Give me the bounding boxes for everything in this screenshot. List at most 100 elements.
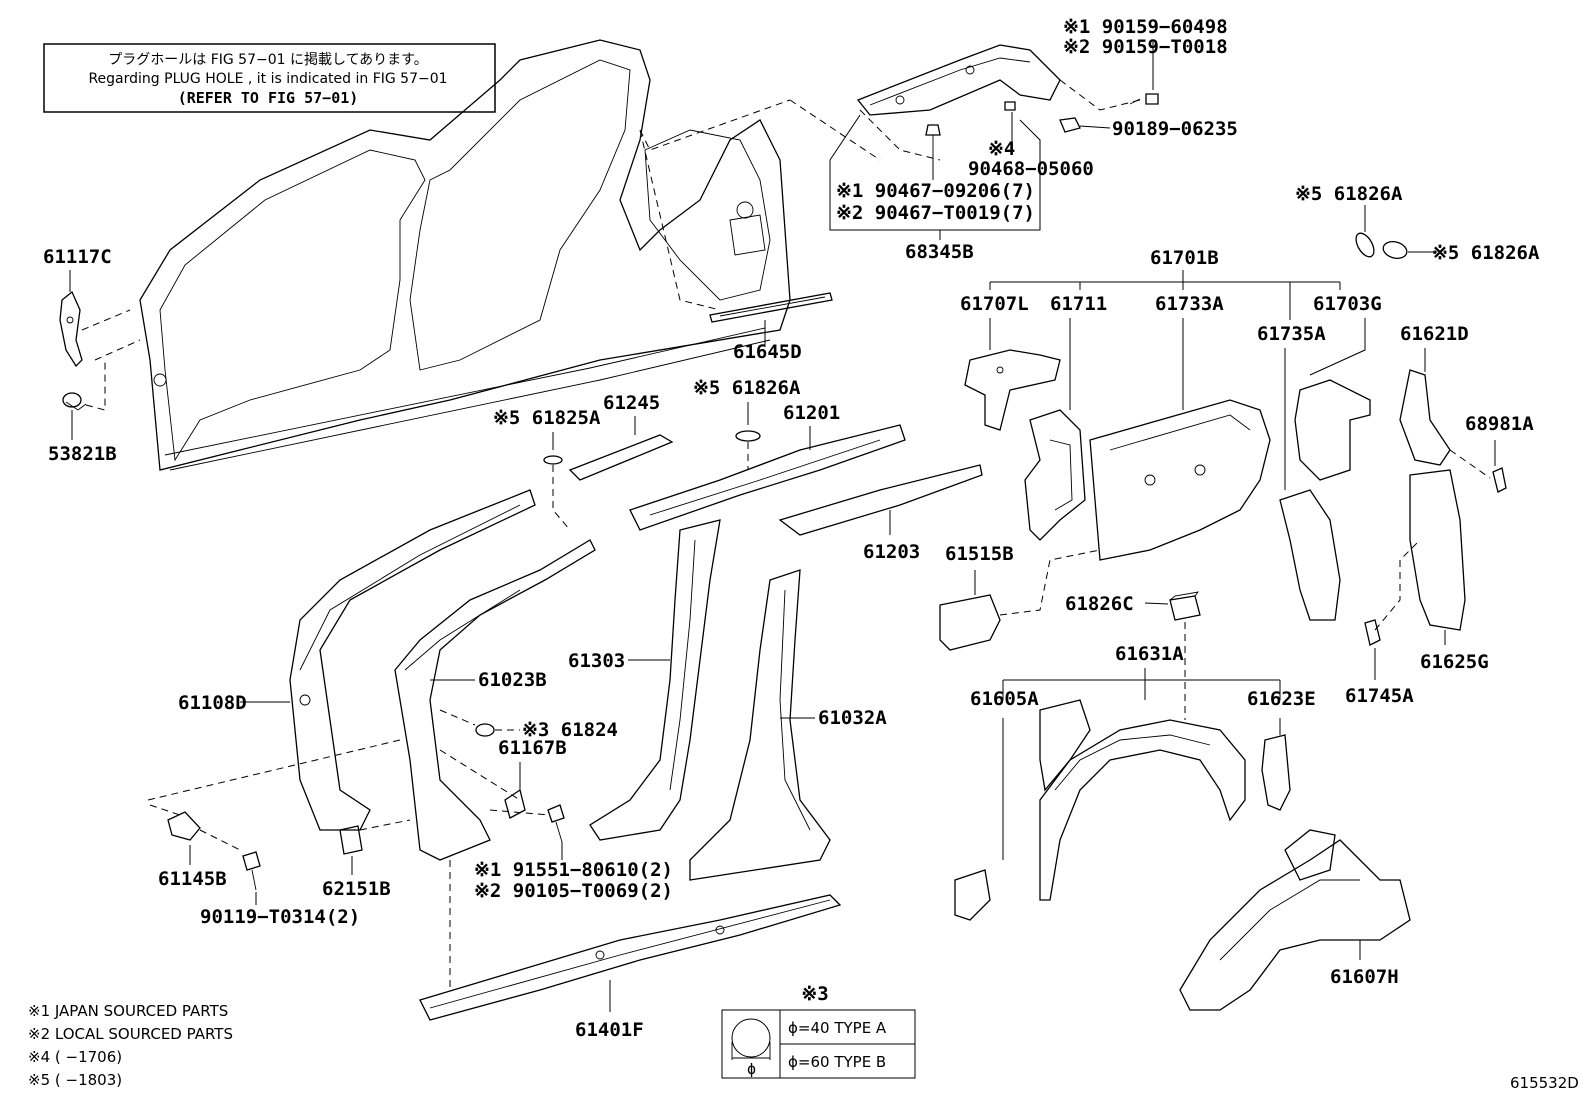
part-61623E-drawing [1261, 734, 1291, 811]
body-side-outer-panel-drawing [139, 39, 791, 471]
part-61515B-drawing [939, 594, 1001, 651]
label-s2-90105: ※2 90105−T0069(2) [474, 880, 673, 902]
type-table-row-b: ϕ=60 TYPE B [788, 1053, 886, 1071]
label-61117C: 61117C [43, 246, 112, 268]
label-s1-90467-09206: ※1 90467−09206(7) [836, 180, 1035, 202]
part-53821B-drawing [62, 392, 87, 411]
part-62151B-drawing [339, 825, 363, 855]
type-table: ※3 ϕ ϕ=40 TYPE A ϕ=60 TYPE B [721, 983, 916, 1079]
part-61826A-mid-drawing [735, 430, 761, 442]
legend-item-4: ※5 ( −1803) [28, 1071, 122, 1089]
part-61401F-drawing [419, 894, 842, 1021]
plug-hole-note: プラグホールは FIG 57−01 に掲載してあります。 Regarding P… [43, 43, 496, 113]
legend-item-3: ※4 ( −1706) [28, 1048, 122, 1066]
label-s1-90159-60498: ※1 90159−60498 [1063, 16, 1228, 38]
part-61733A-drawing [1089, 399, 1271, 561]
label-61245: 61245 [603, 392, 660, 414]
label-61645D: 61645D [733, 341, 802, 363]
note-japanese: プラグホールは FIG 57−01 に掲載してあります。 [108, 52, 428, 68]
part-61032A-drawing [689, 569, 831, 881]
label-61703G: 61703G [1313, 293, 1382, 315]
label-53821B: 53821B [48, 443, 117, 465]
part-61645D-drawing [709, 292, 833, 323]
label-61623E: 61623E [1247, 688, 1316, 710]
label-s5-61826A-top: ※5 61826A [1295, 183, 1403, 205]
part-68981A-drawing [1492, 467, 1507, 493]
part-61023B-drawing [394, 539, 596, 861]
type-table-mark: ※3 [801, 983, 828, 1005]
label-61203: 61203 [863, 541, 920, 563]
label-s3-61824: ※3 61824 [522, 719, 618, 741]
part-61621D-drawing [1399, 369, 1451, 466]
part-61607H-drawing [1179, 829, 1411, 1011]
label-61631A: 61631A [1115, 643, 1184, 665]
part-61167B-drawing [504, 788, 526, 819]
label-s5-61826A-right: ※5 61826A [1432, 242, 1540, 264]
label-61707L: 61707L [960, 293, 1029, 315]
part-61735A-drawing [1279, 489, 1341, 621]
part-61303-drawing [589, 519, 721, 841]
part-68345B-drawing [856, 44, 1061, 116]
clip-90467-drawing [925, 124, 941, 155]
label-61145B: 61145B [158, 868, 227, 890]
legend-item-1: ※1 JAPAN SOURCED PARTS [28, 1002, 228, 1020]
label-61108D: 61108D [178, 692, 247, 714]
label-61607H: 61607H [1330, 966, 1399, 988]
label-s5-61825A: ※5 61825A [493, 407, 601, 429]
label-61401F: 61401F [575, 1019, 644, 1041]
label-68345B: 68345B [905, 241, 974, 263]
clip-90189-drawing [1059, 117, 1081, 133]
label-61303: 61303 [568, 650, 625, 672]
part-61117C-drawing [59, 290, 83, 368]
part-61707L-drawing [964, 349, 1061, 431]
label-61023B: 61023B [478, 669, 547, 691]
clip-90468-drawing [1004, 101, 1016, 111]
label-61826C: 61826C [1065, 593, 1134, 615]
part-61203-drawing [778, 464, 983, 536]
label-61711: 61711 [1050, 293, 1107, 315]
part-61826A-plugs-drawing [1355, 232, 1408, 259]
part-61245-drawing [568, 434, 674, 481]
label-90468-05060: 90468−05060 [968, 158, 1094, 180]
part-61625G-drawing [1409, 469, 1466, 631]
note-reference: (REFER TO FIG 57−01) [178, 89, 359, 107]
part-61824-drawing [475, 723, 495, 737]
label-61745A: 61745A [1345, 685, 1414, 707]
part-61605A-drawing [954, 699, 1091, 921]
label-61605A: 61605A [970, 688, 1039, 710]
type-table-symbol: ϕ [747, 1060, 756, 1078]
label-61701B: 61701B [1150, 247, 1219, 269]
part-61745A-drawing [1364, 619, 1381, 646]
label-s1-91551: ※1 91551−80610(2) [474, 859, 673, 881]
label-s2-90159-T0018: ※2 90159−T0018 [1063, 36, 1228, 58]
bolt-90159-drawing [1129, 93, 1159, 105]
note-english: Regarding PLUG HOLE , it is indicated in… [88, 71, 447, 87]
label-68981A: 68981A [1465, 413, 1534, 435]
part-61201-drawing [629, 424, 906, 531]
label-s2-90467-T0019: ※2 90467−T0019(7) [836, 202, 1035, 224]
label-61621D: 61621D [1400, 323, 1469, 345]
label-61167B: 61167B [498, 737, 567, 759]
part-61711-drawing [1024, 409, 1086, 541]
label-90189-06235: 90189−06235 [1112, 118, 1238, 140]
legend: ※1 JAPAN SOURCED PARTS ※2 LOCAL SOURCED … [28, 1002, 233, 1089]
part-61145B-drawing [167, 811, 201, 841]
label-61733A: 61733A [1155, 293, 1224, 315]
label-61032A: 61032A [818, 707, 887, 729]
label-61201: 61201 [783, 402, 840, 424]
label-61515B: 61515B [945, 543, 1014, 565]
type-table-row-a: ϕ=40 TYPE A [788, 1019, 887, 1037]
bolt-90119-drawing [242, 851, 261, 891]
part-61826C-drawing [1169, 591, 1201, 621]
part-61631A-drawing [1039, 719, 1246, 901]
label-s4: ※4 [988, 138, 1015, 160]
part-61825A-drawing [543, 455, 563, 465]
figure-id: 615532D [1510, 1074, 1579, 1092]
label-61735A: 61735A [1257, 323, 1326, 345]
label-62151B: 62151B [322, 878, 391, 900]
bolt-91551-drawing [547, 804, 565, 843]
label-61625G: 61625G [1420, 651, 1489, 673]
label-s5-61826A-mid: ※5 61826A [693, 377, 801, 399]
part-61703G-drawing [1294, 379, 1371, 481]
